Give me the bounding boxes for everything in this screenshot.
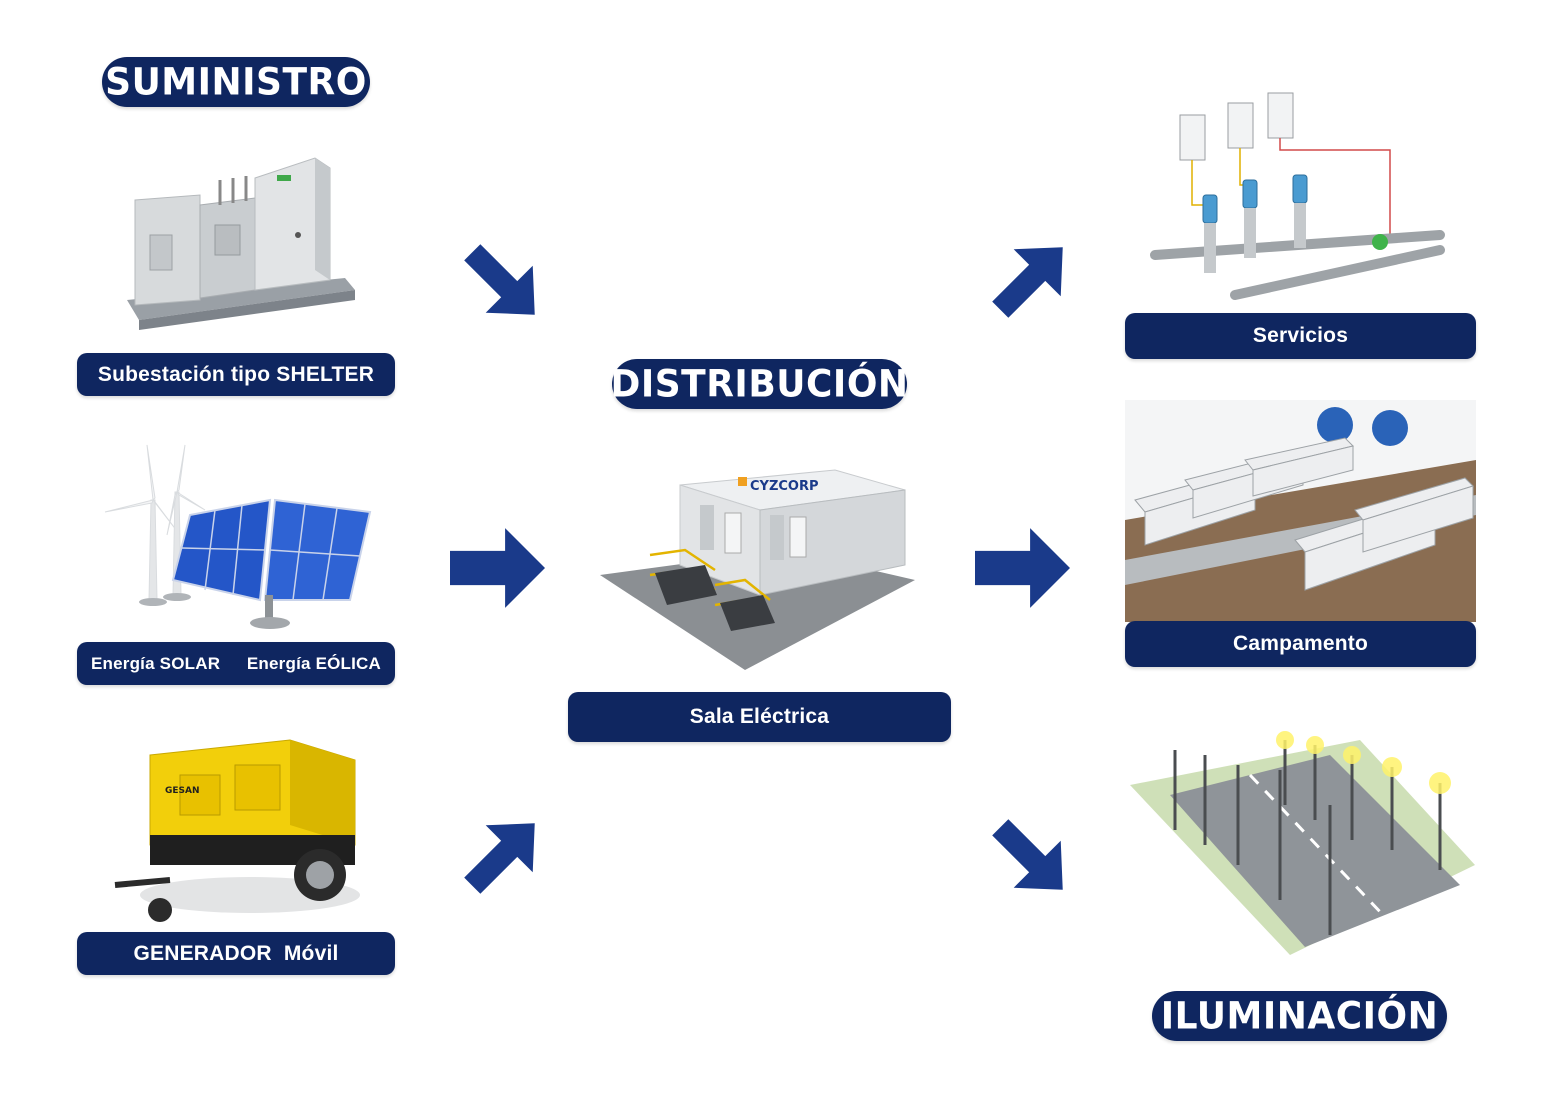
- arrow-generator-to-distribution: [455, 808, 550, 903]
- mobile-generator-image: GESAN: [110, 735, 365, 930]
- services-pumping-image: [1140, 85, 1460, 310]
- camp-label-text: Campamento: [1232, 632, 1369, 655]
- generator-brand: GESAN: [165, 786, 200, 796]
- distribucion-heading: DISTRIBUCIÓN: [610, 359, 909, 409]
- arrow-distribution-to-camp: [975, 528, 1070, 608]
- electrical-room-label-text: Sala Eléctrica: [689, 705, 830, 728]
- building-brand: CYZCORP: [750, 479, 819, 494]
- electrical-room-label: Sala Eléctrica: [568, 692, 951, 742]
- substation-label-text: Subestación tipo SHELTER: [97, 362, 375, 386]
- services-label-text: Servicios: [1252, 324, 1349, 347]
- suministro-heading-text: SUMINISTRO: [105, 60, 367, 104]
- arrow-distribution-to-services: [983, 232, 1078, 327]
- arrow-substation-to-distribution: [455, 235, 550, 330]
- wind-label-text: Energía EÓLICA: [246, 653, 381, 673]
- solar-wind-label: Energía SOLAR Energía EÓLICA: [77, 642, 395, 685]
- solar-wind-image: [95, 440, 380, 635]
- substation-label: Subestación tipo SHELTER: [77, 353, 395, 396]
- iluminacion-heading-text: ILUMINACIÓN: [1160, 994, 1439, 1038]
- camp-label: Campamento: [1125, 621, 1476, 667]
- electrical-room-image: CYZCORP: [595, 455, 925, 685]
- solar-label-text: Energía SOLAR: [91, 653, 221, 673]
- generator-label: GENERADOR Móvil: [77, 932, 395, 975]
- services-label: Servicios: [1125, 313, 1476, 359]
- arrow-solar-to-distribution: [450, 528, 545, 608]
- iluminacion-heading: ILUMINACIÓN: [1152, 991, 1447, 1041]
- arrow-distribution-to-lighting: [983, 810, 1078, 905]
- camp-image: [1125, 400, 1476, 622]
- street-lighting-image: [1130, 725, 1475, 960]
- substation-shelter-image: [115, 150, 360, 345]
- suministro-heading: SUMINISTRO: [102, 57, 370, 107]
- generator-label-text: GENERADOR Móvil: [133, 941, 339, 965]
- distribucion-heading-text: DISTRIBUCIÓN: [610, 362, 909, 406]
